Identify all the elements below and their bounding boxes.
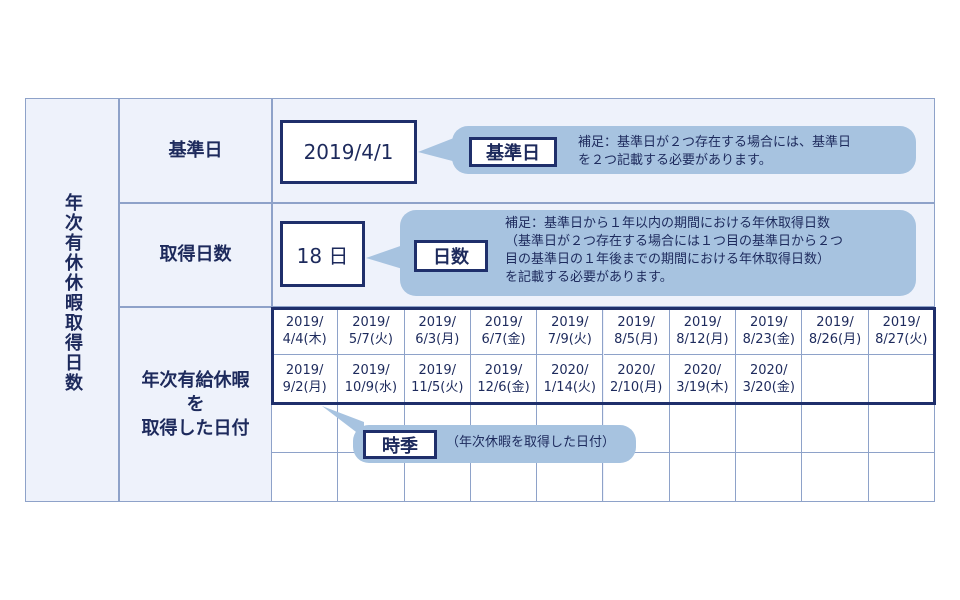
- date-cell: 2019/ 7/9(火): [537, 307, 604, 355]
- date-cell: [272, 404, 339, 453]
- date-cell: 2019/ 8/23(金): [736, 307, 803, 355]
- date-cell: [736, 453, 803, 502]
- date-cell: 2019/ 6/7(金): [470, 307, 538, 355]
- base-date-tag: 基準日: [469, 137, 557, 167]
- days-note: 補足：基準日から１年以内の期間における年休取得日数 （基準日が２つ存在する場合に…: [505, 216, 844, 285]
- date-cell: 2019/ 6/3(月): [404, 307, 471, 355]
- days-tag: 日数: [414, 240, 488, 272]
- date-cell: 2019/ 8/12(月): [669, 307, 737, 355]
- date-cell: [868, 404, 935, 453]
- date-cell: [272, 453, 339, 502]
- date-cell: 2019/ 12/6(金): [470, 355, 538, 404]
- date-cell: 2019/ 8/27(火): [868, 307, 935, 355]
- date-cell: 2020/ 1/14(火): [537, 355, 604, 404]
- date-cell: 2019/ 5/7(火): [338, 307, 405, 355]
- date-cell: [802, 453, 869, 502]
- dates-label: 年次有給休暇 を 取得した日付: [119, 307, 272, 502]
- date-cell: 2019/ 9/2(月): [272, 355, 339, 404]
- left-title-column: [25, 98, 119, 502]
- days-value: 18 日: [280, 221, 365, 287]
- season-bubble-pointer: [322, 406, 364, 438]
- date-cell: [669, 453, 737, 502]
- recorded-dates-outline: [271, 307, 936, 405]
- date-cell: 2019/ 8/5(月): [603, 307, 670, 355]
- days-bubble-pointer: [366, 244, 406, 270]
- date-cell: [669, 404, 737, 453]
- date-cell: [868, 453, 935, 502]
- season-note: （年次休暇を取得した日付）: [446, 435, 616, 450]
- left-title: 年次有休休暇取得日数: [65, 193, 83, 394]
- date-cell: [802, 355, 869, 404]
- season-tag: 時季: [363, 430, 437, 459]
- base-date-label: 基準日: [119, 98, 272, 203]
- date-cell: 2019/ 11/5(火): [404, 355, 471, 404]
- date-cell: 2020/ 3/20(金): [736, 355, 803, 404]
- base-date-value: 2019/4/1: [280, 120, 417, 184]
- base-date-note: 補足：基準日が２つ存在する場合には、基準日 を２つ記載する必要があります。: [578, 135, 852, 168]
- date-cell: 2019/ 4/4(木): [272, 307, 339, 355]
- date-cell: [802, 404, 869, 453]
- days-label: 取得日数: [119, 203, 272, 307]
- date-cell: 2019/ 8/26(月): [802, 307, 869, 355]
- date-cell: [736, 404, 803, 453]
- date-cell: 2019/ 10/9(水): [338, 355, 405, 404]
- date-cell: 2020/ 2/10(月): [603, 355, 670, 404]
